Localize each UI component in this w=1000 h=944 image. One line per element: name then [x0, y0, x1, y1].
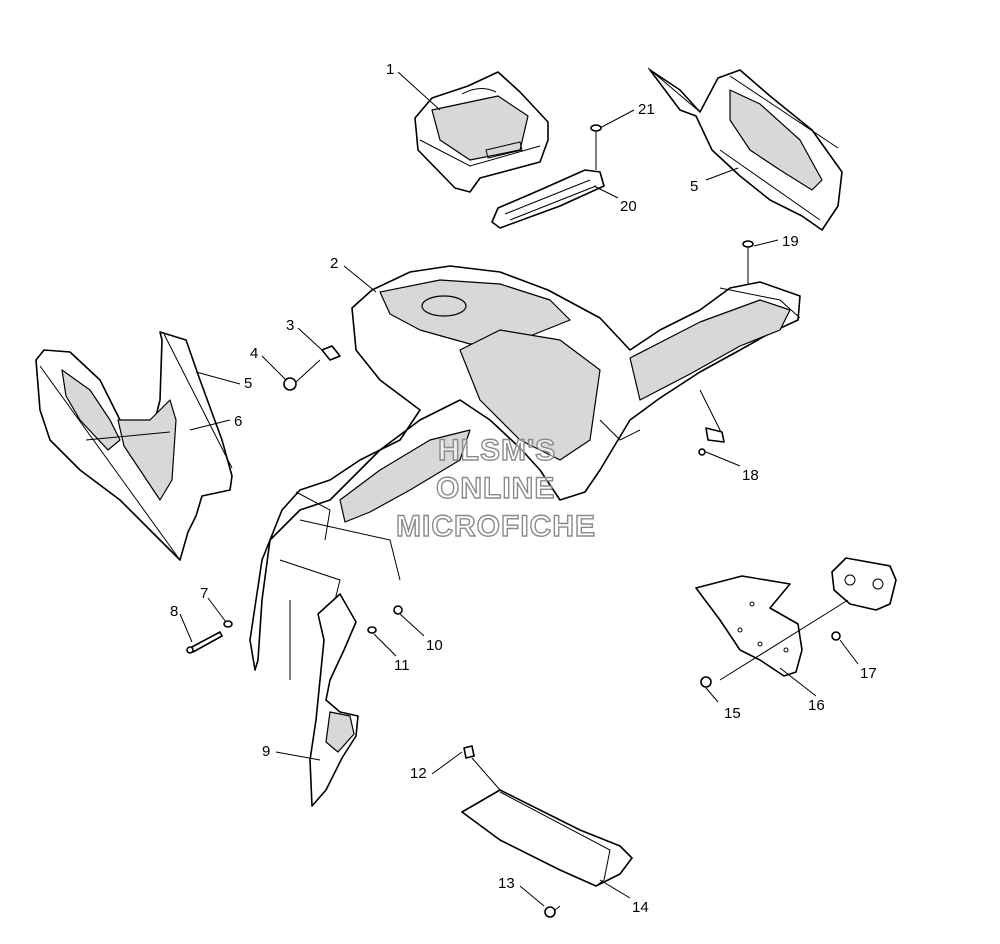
part-5-6-left-side-panel	[35, 331, 233, 561]
callout-5-right: 5	[690, 178, 698, 195]
callout-8: 8	[170, 603, 178, 620]
part-7-washer	[223, 620, 233, 628]
watermark: HLSM'S ONLINE MICROFICHE	[395, 433, 596, 543]
part-15-nut	[700, 676, 712, 688]
callout-21: 21	[638, 101, 655, 118]
watermark-line-1: HLSM'S	[438, 434, 556, 467]
watermark-line-3: MICROFICHE	[396, 510, 596, 543]
callout-5-left: 5	[244, 375, 252, 392]
part-3-clip	[321, 345, 341, 361]
callout-18: 18	[742, 467, 759, 484]
callout-6: 6	[234, 413, 242, 430]
part-16-mount-bracket	[695, 575, 803, 677]
part-4-rivet	[283, 359, 321, 391]
part-12-fastener	[463, 745, 501, 791]
watermark-line-2: ONLINE	[436, 472, 555, 505]
part-2-front-body	[249, 265, 801, 680]
callout-3: 3	[286, 317, 294, 334]
callout-19: 19	[782, 233, 799, 250]
part-11-washer	[367, 626, 377, 634]
part-5-upper-side-panel	[647, 67, 843, 231]
callout-9: 9	[262, 743, 270, 760]
part-21-screw	[590, 124, 602, 170]
callout-11: 11	[394, 657, 410, 674]
callout-13: 13	[498, 875, 515, 892]
callout-1: 1	[386, 61, 394, 78]
callout-4: 4	[250, 345, 258, 362]
part-9-fender-flap	[309, 593, 359, 807]
leader-lines	[179, 71, 859, 907]
part-10-nut	[393, 605, 403, 615]
callout-14: 14	[632, 899, 649, 916]
callout-15: 15	[724, 705, 741, 722]
callout-7: 7	[200, 585, 208, 602]
part-14-plate	[461, 789, 633, 887]
callout-2: 2	[330, 255, 338, 272]
part-20-bracket	[491, 169, 605, 229]
part-18-rivet	[698, 448, 706, 456]
part-8-bolt	[186, 631, 223, 654]
part-regulator-unit	[719, 557, 897, 681]
callout-20: 20	[620, 198, 637, 215]
part-13-screw	[544, 905, 561, 918]
part-1-pod-cover	[414, 71, 549, 193]
callout-16: 16	[808, 697, 825, 714]
callout-10: 10	[426, 637, 443, 654]
callout-12: 12	[410, 765, 427, 782]
callout-17: 17	[860, 665, 877, 682]
callout-labels: 1 2 3 4 5 6 7 8 9 10 11 12 13 14 15 16 1…	[170, 61, 877, 916]
part-17-screw	[831, 631, 841, 641]
